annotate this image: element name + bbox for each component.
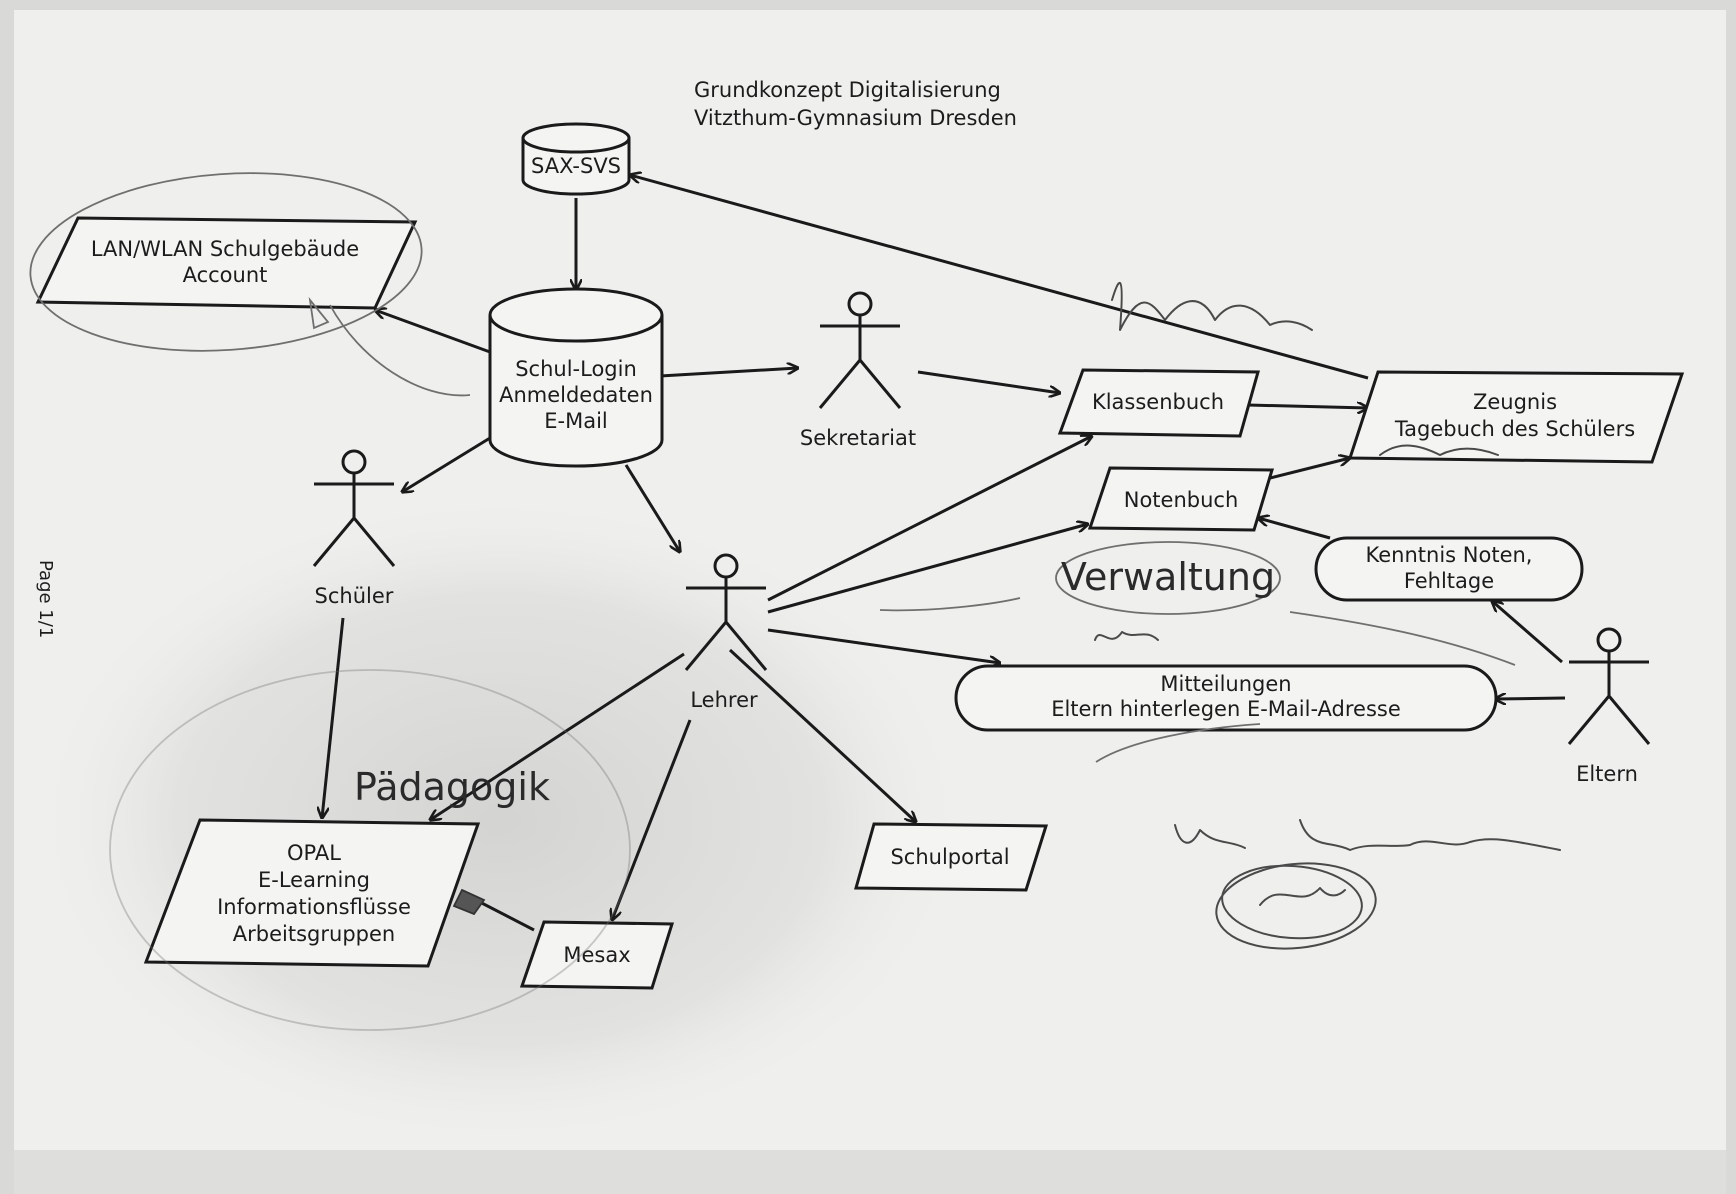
sax-svs-label: SAX-SVS xyxy=(531,154,621,178)
diagram-header: Grundkonzept Digitalisierung Vitzthum-Gy… xyxy=(694,78,1017,130)
lan-wlan-line-1: LAN/WLAN Schulgebäude xyxy=(91,237,359,261)
node-notenbuch: Notenbuch xyxy=(1087,466,1275,532)
edge-lehrer-to-schulportal xyxy=(728,648,916,822)
pencil-annotations xyxy=(29,172,1516,1031)
edge-lehrer-to-notenbuch xyxy=(767,524,1088,614)
actor-schueler: Schüler xyxy=(312,449,396,608)
actor-lehrer: Lehrer xyxy=(684,553,768,712)
lehrer-label: Lehrer xyxy=(690,688,758,712)
handwriting-near-mitteilungen xyxy=(1094,631,1159,641)
kenntnis-line-2: Fehltage xyxy=(1404,569,1494,593)
pencil-blot-opal xyxy=(452,888,486,916)
actor-eltern: Eltern xyxy=(1567,627,1651,786)
opal-line-2: E-Learning xyxy=(258,868,370,892)
node-sax-svs: SAX-SVS xyxy=(521,122,631,196)
handwriting-circle-2 xyxy=(1221,864,1363,940)
handwriting-signature-top xyxy=(1111,281,1313,331)
page-marker: Page 1/1 xyxy=(35,560,56,638)
actor-sekretariat: Sekretariat xyxy=(800,291,916,450)
verwaltung-label: Verwaltung xyxy=(1061,555,1275,599)
edge-eltern-to-kenntnis xyxy=(1492,601,1563,664)
handwriting-under-zeugnis xyxy=(1379,444,1499,456)
sekretariat-label: Sekretariat xyxy=(800,426,916,450)
node-schul-login: Schul-Login Anmeldedaten E-Mail xyxy=(488,287,664,468)
edge-schueler-to-opal xyxy=(322,617,345,818)
edge-login-to-schueler xyxy=(402,436,491,492)
edge-login-to-lan xyxy=(375,310,491,354)
edge-login-to-lehrer xyxy=(624,464,680,552)
paedagogik-label: Pädagogik xyxy=(354,765,550,809)
handwriting-circle-1 xyxy=(1215,862,1377,950)
edge-zeugnis-to-sax xyxy=(630,175,1369,380)
group-verwaltung: Verwaltung xyxy=(1055,541,1281,615)
handwriting-in-circle xyxy=(1259,887,1346,906)
pencil-circle-lan xyxy=(29,172,423,352)
node-mesax: Mesax xyxy=(519,920,675,990)
pencil-arrow-verwaltung xyxy=(879,597,1021,612)
node-schulportal: Schulportal xyxy=(854,822,1049,892)
node-kenntnis: Kenntnis Noten, Fehltage xyxy=(1314,536,1584,602)
opal-line-1: OPAL xyxy=(287,841,341,865)
node-opal: OPAL E-Learning Informationsflüsse Arbei… xyxy=(143,818,481,968)
edge-lehrer-to-mitteilungen xyxy=(767,628,1000,663)
node-mitteilungen: Mitteilungen Eltern hinterlegen E-Mail-A… xyxy=(954,664,1498,732)
handwriting-bottom-right xyxy=(1174,819,1561,851)
node-klassenbuch: Klassenbuch xyxy=(1057,368,1260,438)
edges xyxy=(322,175,1566,932)
pencil-circle-paedagogik xyxy=(109,669,631,1031)
eltern-label: Eltern xyxy=(1576,762,1638,786)
group-paedagogik: Pädagogik xyxy=(354,765,550,809)
schul-login-line-1: Schul-Login xyxy=(515,357,637,381)
edge-sekretariat-to-klassenbuch xyxy=(917,370,1060,393)
kenntnis-line-1: Kenntnis Noten, xyxy=(1366,543,1533,567)
pencil-curve-login xyxy=(329,304,471,397)
pencil-line-eltern xyxy=(1289,611,1516,666)
node-zeugnis: Zeugnis Tagebuch des Schülers xyxy=(1347,370,1685,464)
handwriting xyxy=(1094,281,1561,950)
edge-lehrer-to-mesax xyxy=(612,719,692,920)
edge-lehrer-to-opal xyxy=(430,652,685,820)
schueler-label: Schüler xyxy=(315,584,394,608)
zeugnis-line-2: Tagebuch des Schülers xyxy=(1394,417,1635,441)
zeugnis-line-1: Zeugnis xyxy=(1473,390,1557,414)
opal-line-3: Informationsflüsse xyxy=(217,895,411,919)
edge-klassenbuch-to-zeugnis xyxy=(1247,405,1368,408)
lan-wlan-line-2: Account xyxy=(183,263,268,287)
node-lan-wlan: LAN/WLAN Schulgebäude Account xyxy=(35,216,418,310)
schul-login-line-3: E-Mail xyxy=(544,409,608,433)
header-line-2: Vitzthum-Gymnasium Dresden xyxy=(694,106,1017,130)
edge-lehrer-to-klassenbuch xyxy=(767,436,1092,602)
notenbuch-label: Notenbuch xyxy=(1124,488,1239,512)
mesax-label: Mesax xyxy=(563,943,630,967)
schul-login-line-2: Anmeldedaten xyxy=(499,383,653,407)
edge-eltern-to-mitteilungen xyxy=(1495,698,1566,699)
mitteilungen-line-2: Eltern hinterlegen E-Mail-Adresse xyxy=(1051,697,1401,721)
klassenbuch-label: Klassenbuch xyxy=(1092,390,1224,414)
schulportal-label: Schulportal xyxy=(890,845,1009,869)
paper-shadow xyxy=(40,500,960,1140)
edge-notenbuch-to-zeugnis xyxy=(1269,458,1350,480)
edge-kenntnis-to-notenbuch xyxy=(1258,518,1331,540)
header-line-1: Grundkonzept Digitalisierung xyxy=(694,78,1001,102)
mitteilungen-line-1: Mitteilungen xyxy=(1160,672,1291,696)
edge-login-to-sekretariat xyxy=(659,368,798,378)
pencil-line-mitteilungen xyxy=(1095,723,1261,763)
pencil-scribble-lan xyxy=(308,296,330,330)
opal-line-4: Arbeitsgruppen xyxy=(233,922,395,946)
